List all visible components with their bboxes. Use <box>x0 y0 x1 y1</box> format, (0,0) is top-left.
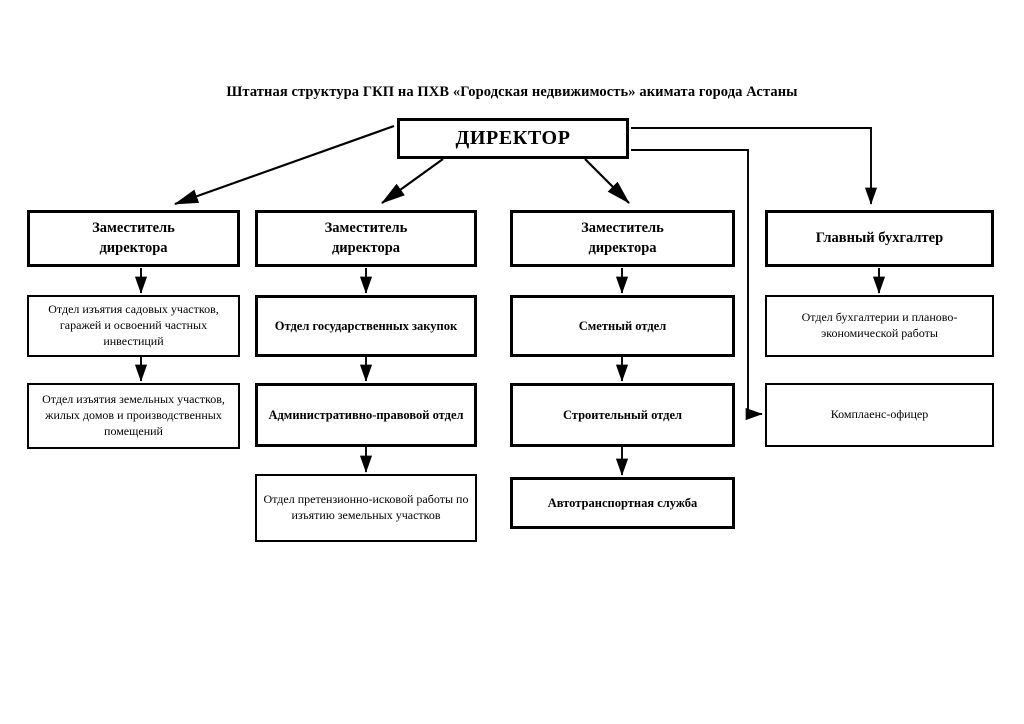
node-unit-4-2-label: Комплаенс-офицер <box>830 407 929 422</box>
node-unit-2-2[interactable]: Административно-правовой отдел <box>255 383 477 447</box>
connector-director-to-deputy-2 <box>381 158 444 204</box>
node-director[interactable]: ДИРЕКТОР <box>397 118 629 159</box>
node-unit-2-3-label: Отдел претензионно-исковой работы по изъ… <box>263 492 469 522</box>
node-unit-2-1[interactable]: Отдел государственных закупок <box>255 295 477 357</box>
page-title: Штатная структура ГКП на ПХВ «Городская … <box>226 84 798 100</box>
node-director-label: ДИРЕКТОР <box>455 127 571 150</box>
node-unit-3-2-label: Строительный отдел <box>562 407 683 422</box>
node-unit-4-1[interactable]: Отдел бухгалтерии и планово-экономическо… <box>765 295 994 357</box>
node-unit-2-3[interactable]: Отдел претензионно-исковой работы по изъ… <box>255 474 477 542</box>
node-unit-4-2[interactable]: Комплаенс-офицер <box>765 383 994 447</box>
node-chief-accountant[interactable]: Главный бухгалтер <box>765 210 994 267</box>
node-unit-1-1-label: Отдел изъятия садовых участков, гаражей … <box>48 302 219 348</box>
connector-director-to-deputy-1 <box>173 124 395 206</box>
node-unit-3-3-label: Автотранспортная служба <box>547 495 698 510</box>
node-unit-2-2-label: Административно-правовой отдел <box>268 407 464 422</box>
node-unit-3-1[interactable]: Сметный отдел <box>510 295 735 357</box>
node-unit-3-2[interactable]: Строительный отдел <box>510 383 735 447</box>
connector-director-to-chief-accountant <box>631 127 878 205</box>
connector-director-to-deputy-3 <box>584 158 630 204</box>
node-unit-1-2[interactable]: Отдел изъятия земельных участков, жилых … <box>27 383 240 449</box>
node-unit-3-1-label: Сметный отдел <box>578 318 667 333</box>
connector-director-to-compliance-officer <box>631 149 763 421</box>
node-unit-2-1-label: Отдел государственных закупок <box>274 318 458 333</box>
node-unit-3-3[interactable]: Автотранспортная служба <box>510 477 735 529</box>
node-unit-4-1-label: Отдел бухгалтерии и планово-экономическо… <box>801 310 958 340</box>
node-chief-accountant-label: Главный бухгалтер <box>815 229 944 246</box>
node-unit-1-1[interactable]: Отдел изъятия садовых участков, гаражей … <box>27 295 240 357</box>
node-unit-1-2-label: Отдел изъятия земельных участков, жилых … <box>42 392 225 438</box>
